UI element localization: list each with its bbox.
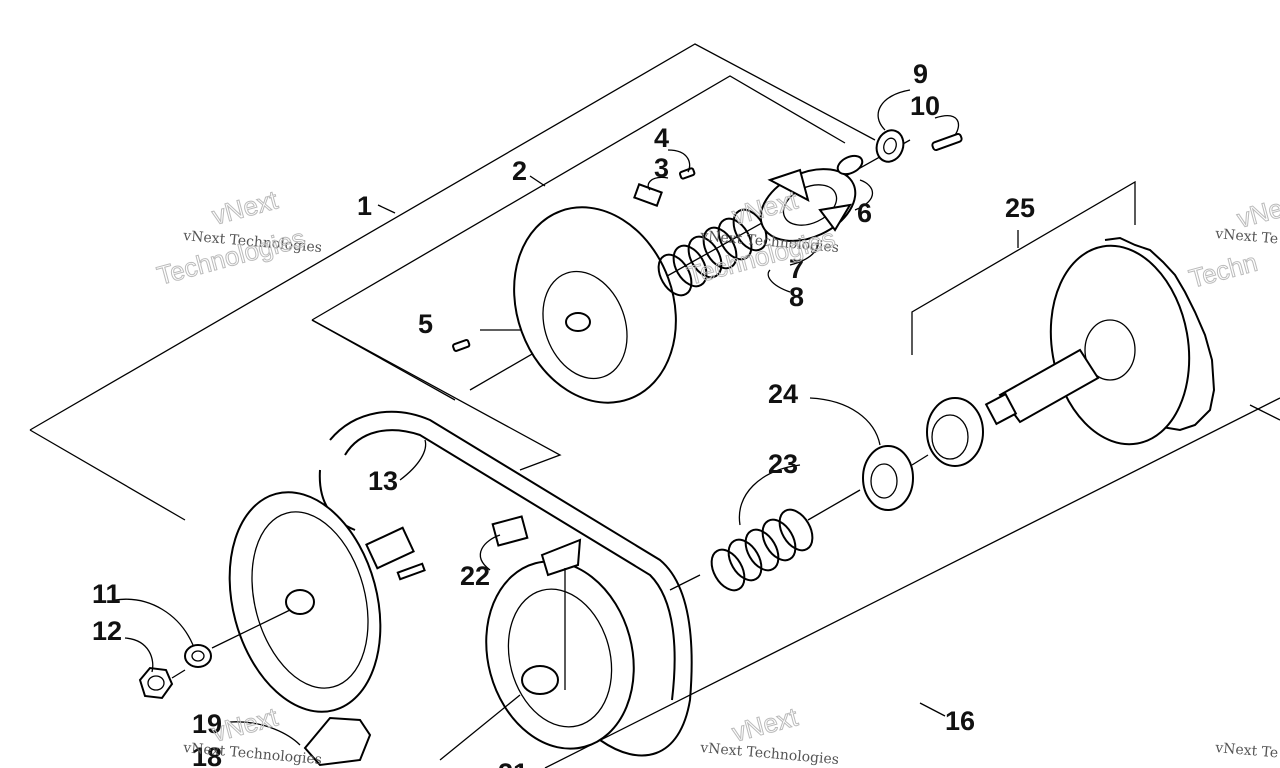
assembly-bracket-1 (29, 43, 876, 521)
spider-6 (759, 168, 857, 242)
callout-12: 12 (92, 616, 122, 646)
bearing-24a (926, 397, 984, 467)
callout-1: 1 (357, 191, 372, 221)
callout-18: 18 (192, 742, 222, 768)
watermark-right: vNext Te vNe Techn vNext Te (1185, 192, 1280, 762)
sheave-axis (211, 609, 291, 649)
pin-5 (452, 339, 471, 352)
svg-text:vNe: vNe (1234, 193, 1280, 234)
callout-22: 22 (460, 561, 490, 591)
cam-axis (439, 694, 521, 761)
svg-text:vNext: vNext (209, 184, 282, 230)
callout-6: 6 (857, 198, 872, 228)
callout-3: 3 (654, 153, 669, 183)
svg-text:vNext Te: vNext Te (1214, 226, 1279, 248)
assembly-bracket-16 (544, 397, 1280, 768)
callout-16: 16 (945, 706, 975, 736)
callout-8: 8 (789, 282, 804, 312)
svg-text:vNext Technologies: vNext Technologies (699, 740, 840, 768)
assembly-bracket-25 (911, 180, 1136, 355)
callout-9: 9 (913, 59, 928, 89)
nut-axis (171, 669, 186, 679)
callout-11: 11 (92, 579, 121, 609)
callout-25: 25 (1005, 193, 1035, 223)
driven-axis (669, 454, 929, 591)
bracket-22 (491, 515, 582, 690)
callout-7: 7 (789, 254, 804, 284)
callout-2: 2 (512, 156, 527, 186)
screw-4 (678, 167, 696, 180)
callout-24: 24 (768, 379, 798, 409)
washer-11 (184, 644, 212, 668)
washer-9 (875, 129, 905, 163)
assembly-bracket-2 (311, 75, 846, 471)
callout-5: 5 (418, 309, 433, 339)
roller-19 (303, 716, 372, 767)
bearing-24b (862, 445, 914, 511)
watermark-lower-center: vNext Technologies vNext (699, 701, 840, 768)
callout-10: 10 (910, 91, 940, 121)
svg-text:vNext Te: vNext Te (1214, 740, 1279, 762)
callout-19: 19 (192, 709, 222, 739)
driven-fixed-sheave-25 (984, 236, 1216, 446)
svg-text:vNext: vNext (729, 701, 802, 747)
drive-spring (657, 208, 768, 297)
svg-text:Techn: Techn (1186, 247, 1261, 294)
leader-lines (114, 89, 959, 746)
callout-23: 23 (768, 449, 798, 479)
callout-13: 13 (368, 466, 398, 496)
drive-sheave (513, 206, 677, 404)
pin-10 (931, 132, 963, 152)
slider-block-3 (633, 183, 663, 207)
callout-21: 21 (498, 758, 528, 768)
snap-ring (836, 154, 864, 176)
driven-movable-sheave (228, 491, 426, 713)
callout-4: 4 (654, 123, 669, 153)
driven-spring-23 (710, 508, 814, 592)
cam-assembly-21 (485, 560, 635, 750)
nut-12 (138, 666, 174, 700)
